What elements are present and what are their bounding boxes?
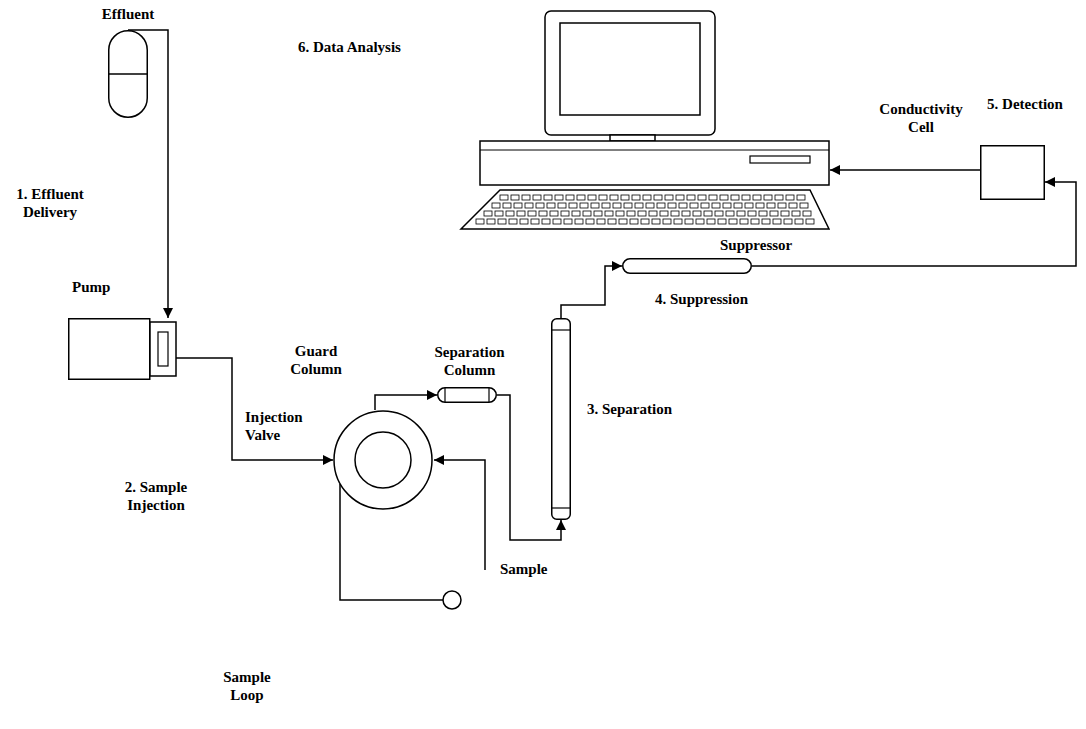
step-label: 4. Suppression: [655, 290, 785, 308]
step-label: 5. Detection: [985, 95, 1065, 113]
suppressor-shape: [622, 258, 752, 274]
column-tube: Separation Column: [437, 387, 497, 403]
column-tube-shape: [437, 387, 497, 403]
node-label: Effluent: [93, 5, 163, 23]
node-label: Conductivity Cell: [872, 100, 970, 136]
part-label: Sample: [500, 560, 570, 578]
injection-valve-shape: [333, 410, 433, 510]
flow-arrow: [375, 395, 437, 410]
suppressor: Suppressor: [622, 258, 752, 274]
pump: Pump: [68, 318, 180, 380]
injection-valve: Injection Valve: [333, 410, 433, 510]
part-label: Guard Column: [283, 342, 349, 378]
conductivity-cell-shape: [980, 145, 1045, 200]
eluent-bottle-shape: [108, 30, 148, 118]
part-label: Sample Loop: [212, 668, 282, 704]
separation-column-shape: [551, 318, 571, 520]
node-label: Suppressor: [720, 236, 820, 254]
separation-column: 3. Separation: [551, 318, 571, 520]
sample-feed: [434, 460, 485, 570]
node-label: Injection Valve: [245, 408, 330, 444]
sample-vial: [443, 591, 461, 609]
node-label: 3. Separation: [587, 400, 717, 418]
computer: 6. Data Analysis: [460, 10, 830, 230]
flow-arrow: [830, 169, 980, 171]
node-label: Pump: [72, 278, 132, 296]
step-label: 1. Effluent Delivery: [15, 185, 85, 221]
pump-shape: [68, 318, 180, 380]
flow-arrow: [561, 266, 622, 318]
node-label: 6. Data Analysis: [298, 38, 438, 56]
computer-shape: [460, 10, 830, 230]
eluent-bottle: Effluent: [108, 30, 148, 118]
step-label: 2. Sample Injection: [110, 478, 202, 514]
conductivity-cell: Conductivity Cell: [980, 145, 1045, 200]
node-label: Separation Column: [427, 343, 512, 379]
